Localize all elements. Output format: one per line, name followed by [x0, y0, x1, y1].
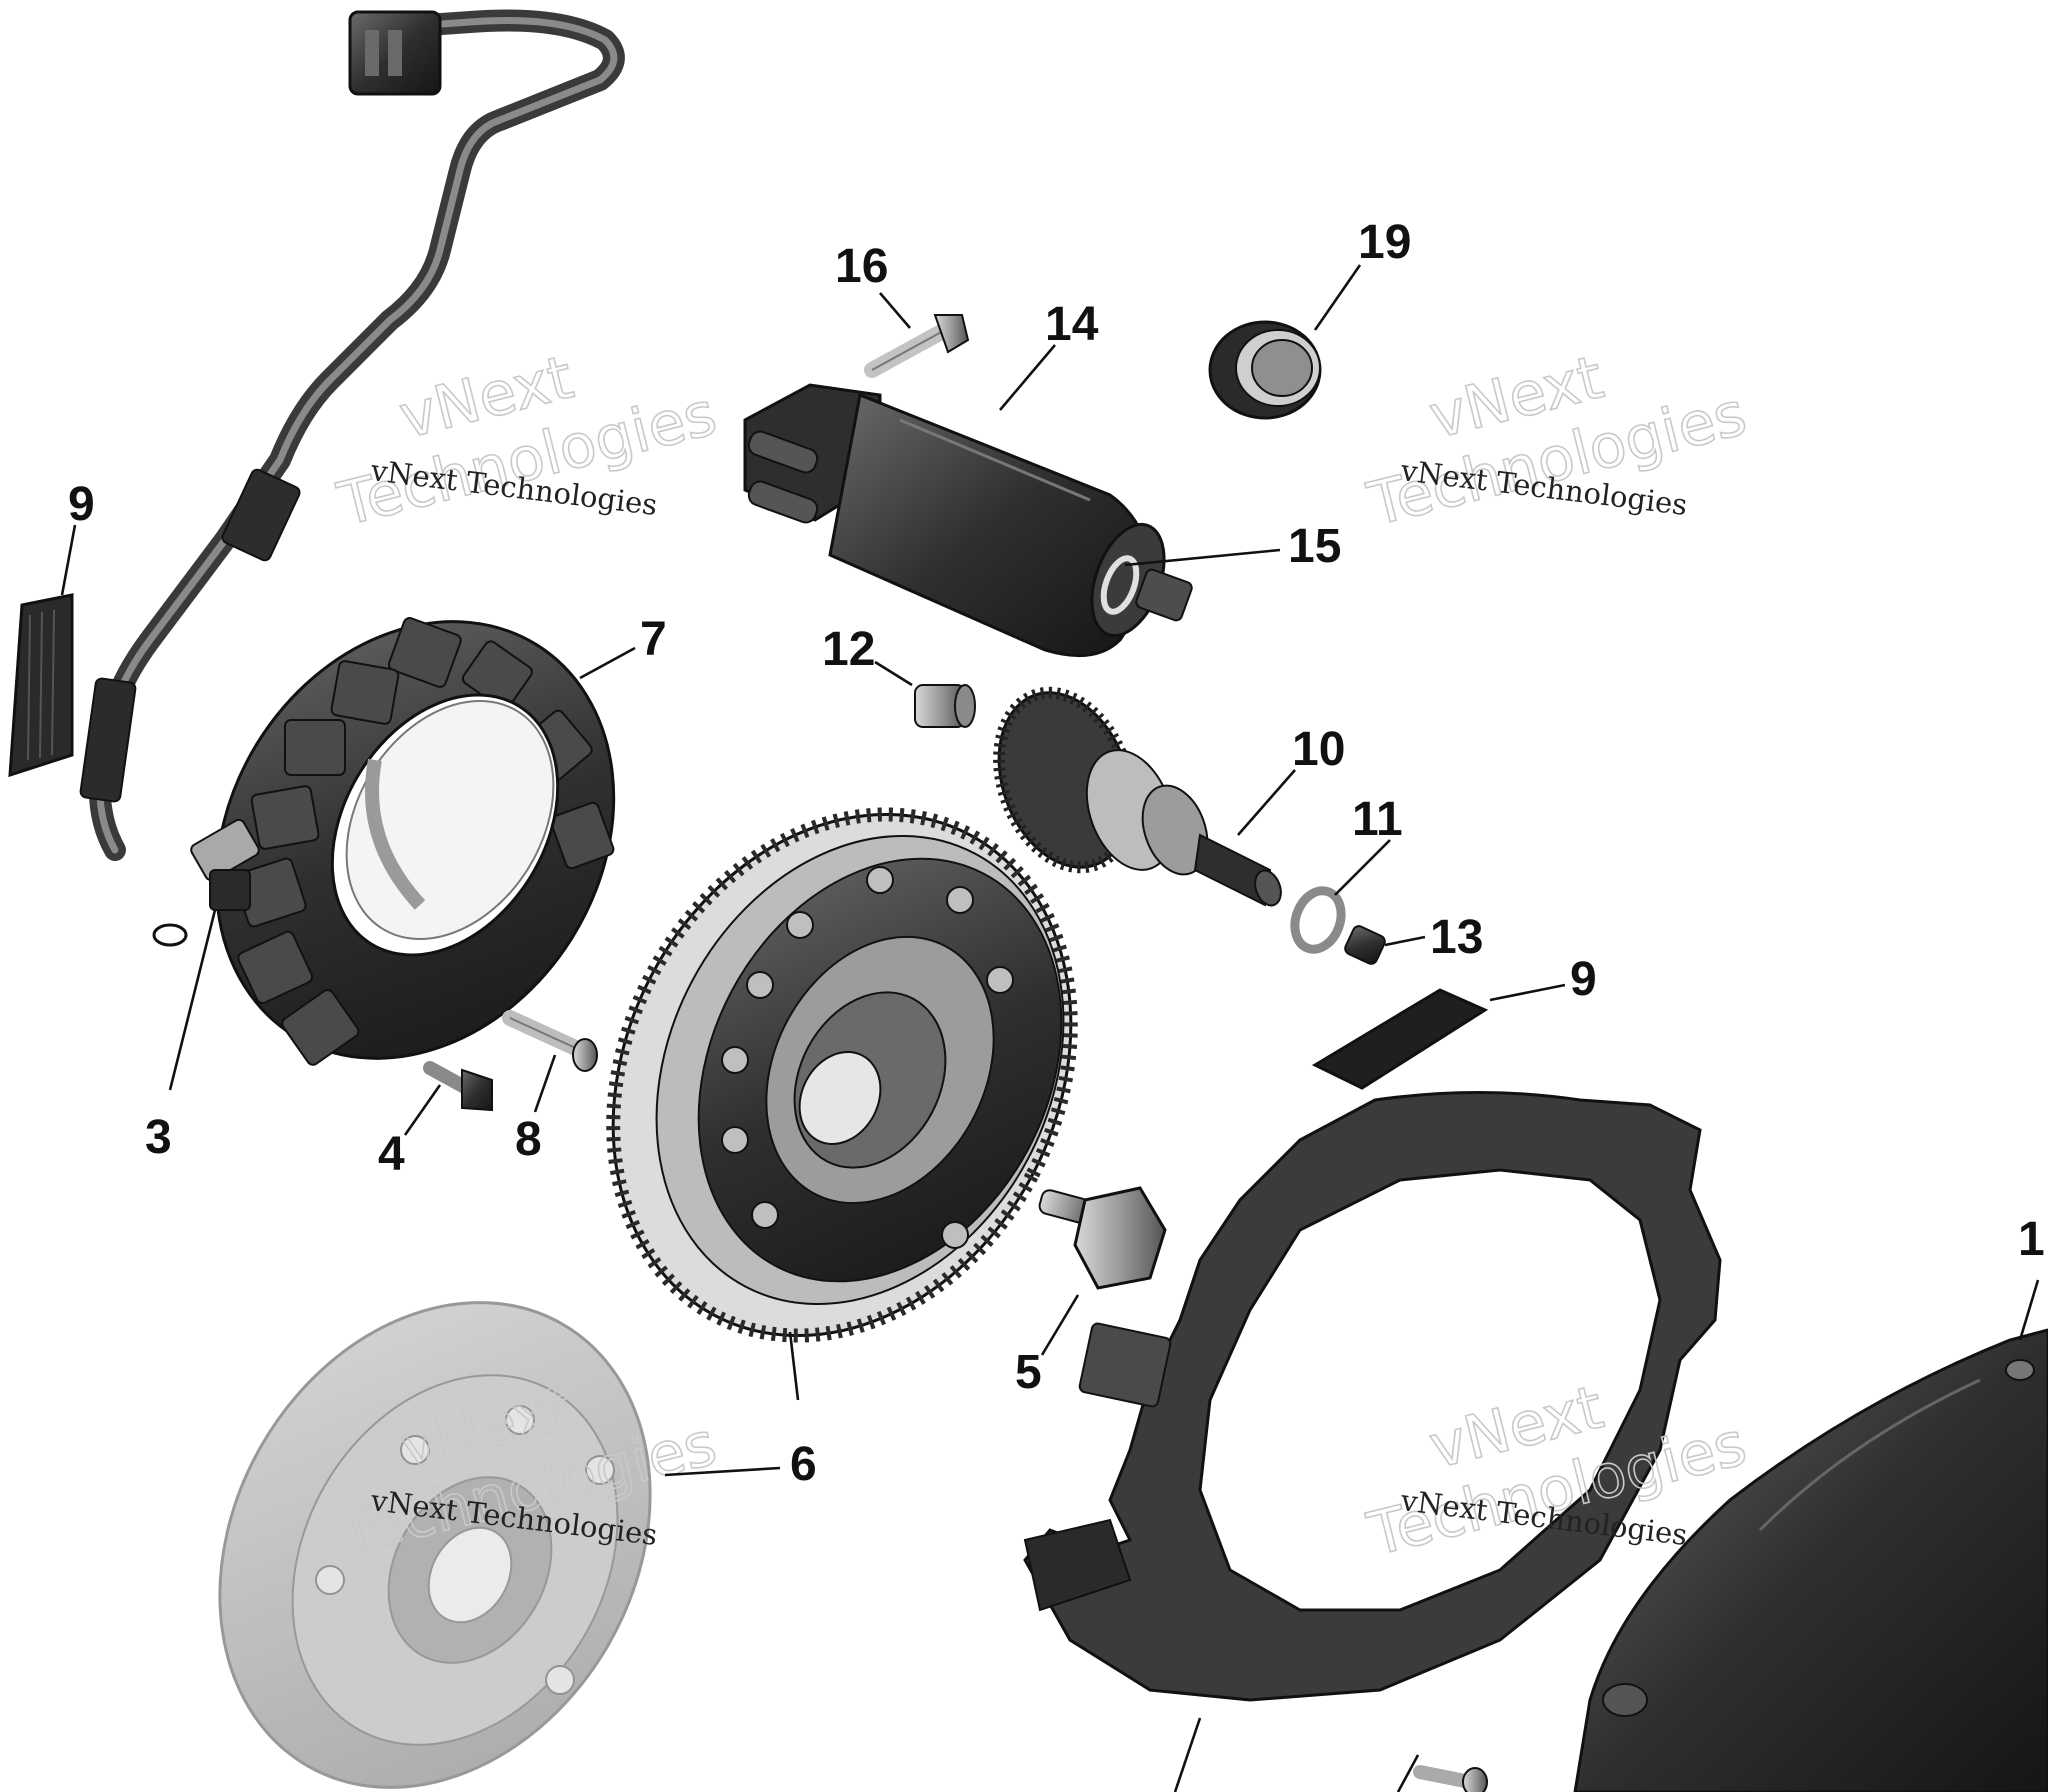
leader-8 — [533, 1054, 557, 1113]
leader-3 — [168, 909, 217, 1091]
o-ring-part-15 — [1100, 555, 1140, 615]
callout-11: 11 — [1352, 793, 1403, 846]
starter-motor-part-14 — [743, 383, 1193, 658]
starter-pinion-shaft — [1135, 568, 1193, 622]
callout-8: 8 — [515, 1113, 542, 1166]
leader-lines — [60, 264, 2040, 1792]
leader-5 — [1040, 1294, 1080, 1356]
callout-12: 12 — [822, 623, 875, 676]
bolt-part-4 — [423, 1061, 493, 1112]
cover-frame — [1023, 1091, 1722, 1702]
leader-10 — [1237, 769, 1296, 836]
magneto-cover-part-1 — [1573, 1328, 2048, 1792]
nut-part-13 — [1344, 925, 1386, 965]
pad-part-9-right — [1311, 988, 1489, 1090]
callout-1: 1 — [2018, 1213, 2045, 1266]
callout-14: 14 — [1045, 298, 1099, 351]
callout-6: 6 — [790, 1438, 817, 1491]
leader-bolt-edge — [1396, 1754, 1420, 1792]
callout-5: 5 — [1015, 1346, 1042, 1399]
leader-frame — [1173, 1717, 1202, 1792]
stator-wiring-harness — [79, 9, 625, 861]
starter-drive-part-10 — [993, 686, 1282, 907]
pad-part-9-left — [8, 593, 74, 778]
callout-16: 16 — [835, 240, 888, 293]
callout-10: 10 — [1292, 723, 1345, 776]
leader-4 — [403, 1084, 442, 1136]
leader-15 — [1124, 548, 1281, 567]
bushing-part-19 — [1208, 320, 1322, 420]
leader-1 — [2018, 1279, 2040, 1341]
plug-part-5 — [1038, 1186, 1167, 1290]
flywheel-part-6-rear-view — [218, 1301, 652, 1789]
callout-4: 4 — [378, 1128, 405, 1181]
bolt-bottom-edge — [1413, 1765, 1488, 1792]
stator-part-7 — [152, 617, 616, 1066]
callout-19: 19 — [1358, 216, 1411, 269]
callout-9-right: 9 — [1570, 953, 1597, 1006]
leader-11 — [1334, 839, 1391, 896]
washer-part-11 — [1290, 886, 1346, 954]
leader-9b — [1489, 983, 1566, 1002]
callout-labels: 16 14 19 15 9 7 12 10 11 13 9 3 4 8 1 5 … — [68, 216, 2045, 1491]
callout-3: 3 — [145, 1111, 172, 1164]
wire-clip — [221, 468, 301, 562]
leader-9a — [60, 524, 77, 596]
leader-16 — [879, 292, 911, 329]
bushing-part-12 — [914, 684, 976, 728]
leader-12 — [874, 660, 913, 687]
leader-13 — [1384, 935, 1426, 947]
watermark-2: vNext Technologies — [1360, 342, 1753, 541]
callout-9-left: 9 — [68, 478, 95, 531]
leader-19 — [1313, 264, 1362, 331]
callout-15: 15 — [1288, 520, 1341, 573]
flywheel-magnets — [721, 866, 1014, 1249]
leader-6b — [664, 1466, 781, 1477]
leader-14 — [999, 344, 1056, 411]
leader-6a — [788, 1331, 800, 1401]
stator-terminal-bracket — [152, 818, 260, 947]
flywheel-part-6 — [606, 807, 1078, 1343]
bolt-part-8 — [502, 1010, 598, 1072]
leader-7 — [579, 646, 636, 680]
callout-7: 7 — [640, 613, 667, 666]
bolt-part-16 — [864, 314, 970, 378]
callout-13: 13 — [1430, 911, 1483, 964]
